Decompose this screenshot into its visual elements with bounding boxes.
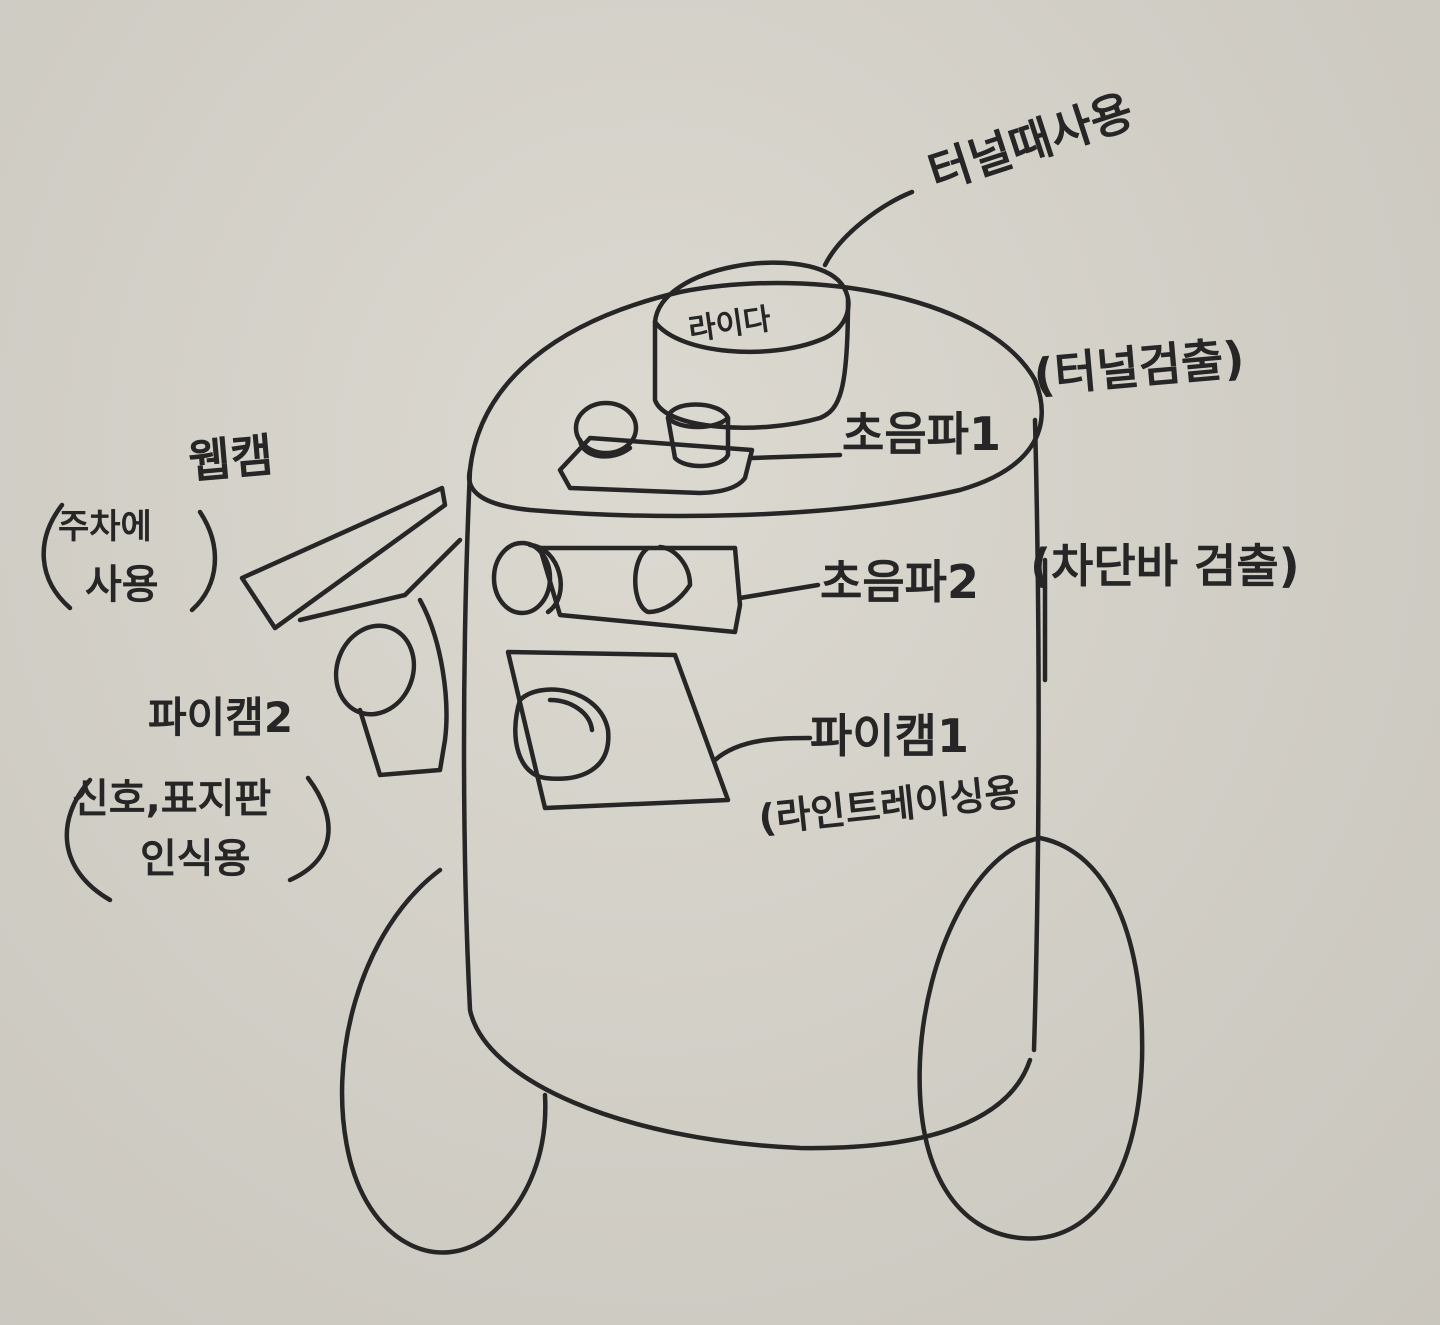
barrier-detect-label: (차단바 검출) xyxy=(1030,539,1300,593)
ultrasonic1-leader-line xyxy=(749,452,843,461)
lidar-label: 라이다 xyxy=(686,302,773,348)
ultrasonic-sensor-2 xyxy=(491,540,743,635)
right-wheel xyxy=(917,835,1145,1241)
picam2-label: 파이캠2 xyxy=(148,693,293,742)
picam2-use-paren-right xyxy=(287,775,331,883)
ultrasonic-sensor-1 xyxy=(557,400,755,496)
lidar-leader-line xyxy=(822,189,915,268)
webcam-use-label-2: 사용 xyxy=(85,562,159,608)
ultrasonic2-leader-line xyxy=(737,582,821,601)
picam2-use-label-2: 인식용 xyxy=(140,836,250,882)
ultrasonic2-label: 초음파2 xyxy=(820,555,979,609)
picam2-use-paren-left xyxy=(64,777,113,903)
robot-body xyxy=(461,280,1048,1151)
webcam xyxy=(239,485,463,631)
webcam-label: 웹캠 xyxy=(186,428,275,489)
lidar-use-label: 터널때사용 xyxy=(922,84,1140,201)
left-wheel xyxy=(339,867,548,1255)
picam2-use-label-1: 신호,표지판 xyxy=(72,776,271,822)
ultrasonic1-label: 초음파1 xyxy=(842,407,1001,461)
webcam-use-paren-left xyxy=(41,502,73,611)
webcam-use-label-1: 주차에 xyxy=(58,507,152,547)
picam-2 xyxy=(333,597,449,778)
picam1-label: 파이캠1 xyxy=(810,709,969,763)
picam1-use-label: (라인트레이싱용 xyxy=(756,770,1021,841)
webcam-use-paren-right xyxy=(189,509,218,613)
picam-1 xyxy=(505,649,731,811)
picam1-leader-line xyxy=(712,735,813,763)
tunnel-detect-label: (터널검출) xyxy=(1031,331,1246,403)
lidar-sensor xyxy=(652,260,851,430)
